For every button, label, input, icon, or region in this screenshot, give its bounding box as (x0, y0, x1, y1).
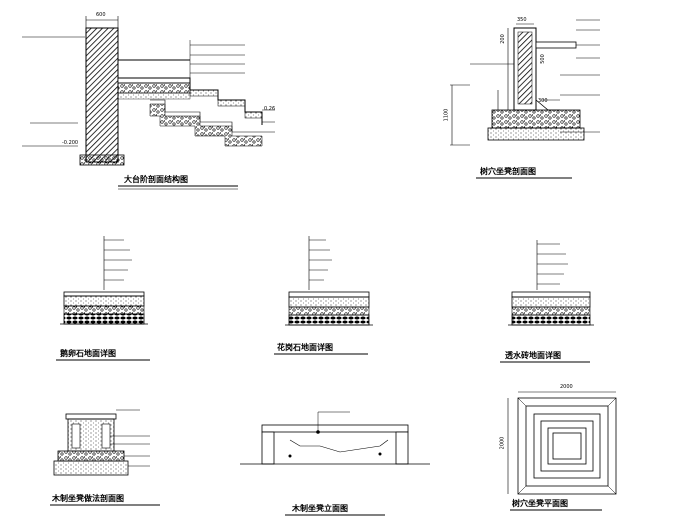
caption-tree-pool-section: 树穴坐凳剖面图 (480, 166, 536, 176)
stair-section-drawing (22, 16, 275, 190)
permeable-paving-drawing (500, 240, 594, 363)
stair-level-left-dim: -0.200 (62, 140, 79, 146)
pool-dim-a: 200 (499, 34, 506, 44)
cobble-paving-drawing (56, 236, 150, 361)
caption-tree-pool-plan: 树穴坐凳平面图 (512, 498, 568, 508)
pool-dim-d: 1100 (443, 108, 450, 122)
caption-stair-section: 大台阶剖面结构图 (124, 174, 188, 184)
pool-dim-c: 300 (538, 98, 548, 104)
stair-top-width-dim: 600 (96, 12, 106, 18)
pool-dim-b: 500 (539, 54, 546, 64)
wood-bench-elevation-drawing (240, 411, 430, 516)
caption-permeable-paving: 透水砖地面详图 (505, 350, 561, 360)
plan-width-dim: 2000 (560, 384, 573, 390)
granite-paving-drawing (274, 236, 373, 355)
stair-level-right-dim: 0.26 (264, 106, 276, 112)
caption-cobble-paving: 鹅卵石地面详图 (60, 348, 116, 358)
wood-bench-section-drawing (50, 409, 160, 506)
caption-wood-bench-section: 木制坐凳做法剖面图 (52, 493, 124, 503)
caption-granite-paving: 花岗石地面详图 (277, 342, 333, 352)
tree-pool-section-drawing (450, 19, 600, 179)
plan-height-dim: 2000 (499, 436, 506, 450)
caption-wood-bench-elevation: 木制坐凳立面图 (292, 503, 348, 513)
tree-pool-plan-drawing (507, 391, 617, 511)
pool-top-width-dim: 350 (517, 17, 527, 23)
